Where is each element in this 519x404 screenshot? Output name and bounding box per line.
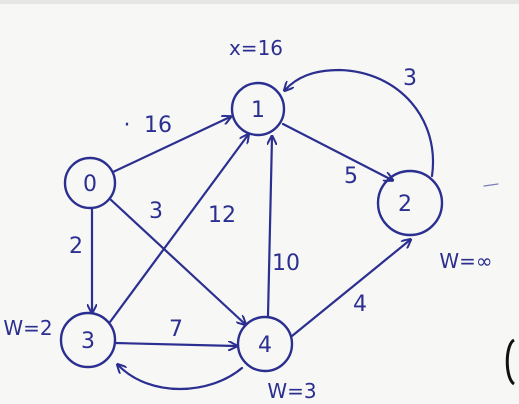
edge-1-2-weight: 5 — [344, 164, 358, 189]
edge-3-4-line — [113, 343, 236, 346]
node-2-circle — [376, 169, 444, 237]
edge-3-1-weight: 12 — [208, 203, 236, 228]
top-shade — [0, 0, 519, 4]
edge-0-3: 2 — [69, 206, 92, 312]
node-1-circle — [230, 81, 286, 137]
edge-0-1-weight: 16 — [144, 113, 172, 138]
edge-4-2-weight: 4 — [353, 292, 367, 317]
edge-4-2-line — [290, 240, 410, 338]
edge-0-4-weight: 3 — [149, 199, 163, 224]
edge-3-4-weight: 7 — [169, 317, 183, 342]
edge-2-1: 3 — [285, 66, 435, 178]
node-1-label: 1 — [251, 98, 265, 123]
node-2-annotation: W=∞ — [439, 249, 492, 273]
node-4-label: 4 — [258, 333, 272, 358]
edge-4-1: 10 — [268, 137, 300, 318]
edge-0-1-line — [111, 117, 230, 174]
edge-0-4: 3 — [108, 197, 245, 324]
edge-4-1-weight: 10 — [272, 251, 300, 276]
edge-4-3-curve — [118, 365, 244, 390]
edge-3-1: 12 — [108, 135, 248, 324]
edge-shadow-mark — [505, 338, 516, 386]
node-3-annotation: W=2 — [3, 316, 52, 340]
node-2-label: 2 — [398, 192, 412, 217]
node-0-circle — [63, 156, 117, 210]
node-0: 0 — [63, 156, 117, 210]
edge-4-1-line — [268, 137, 272, 318]
edge-0-4-line — [108, 197, 245, 324]
stray-mark — [483, 183, 499, 187]
edge-4-3 — [118, 365, 244, 390]
edge-1-2-line — [281, 122, 392, 180]
edge-3-1-line — [108, 135, 248, 324]
edge-2-1-curve — [285, 68, 435, 178]
node-3: 3 — [59, 311, 117, 369]
node-0-label: 0 — [83, 172, 97, 197]
node-1: 1 — [230, 81, 286, 137]
node-3-label: 3 — [81, 329, 95, 354]
edge-3-4: 7 — [113, 317, 236, 346]
node-1-annotation: x=16 — [229, 36, 283, 60]
edge-1-2: 5 — [281, 122, 392, 189]
edge-2-1-weight: 3 — [403, 66, 417, 91]
node-4-annotation: W=3 — [267, 379, 316, 400]
edge-0-3-weight: 2 — [69, 234, 83, 259]
node-4: 4 — [236, 315, 294, 373]
edge-0-1-dot: · — [124, 113, 131, 138]
edge-0-1: 16 · — [111, 113, 230, 174]
node-2: 2 — [376, 169, 444, 237]
edge-4-2: 4 — [290, 240, 410, 338]
